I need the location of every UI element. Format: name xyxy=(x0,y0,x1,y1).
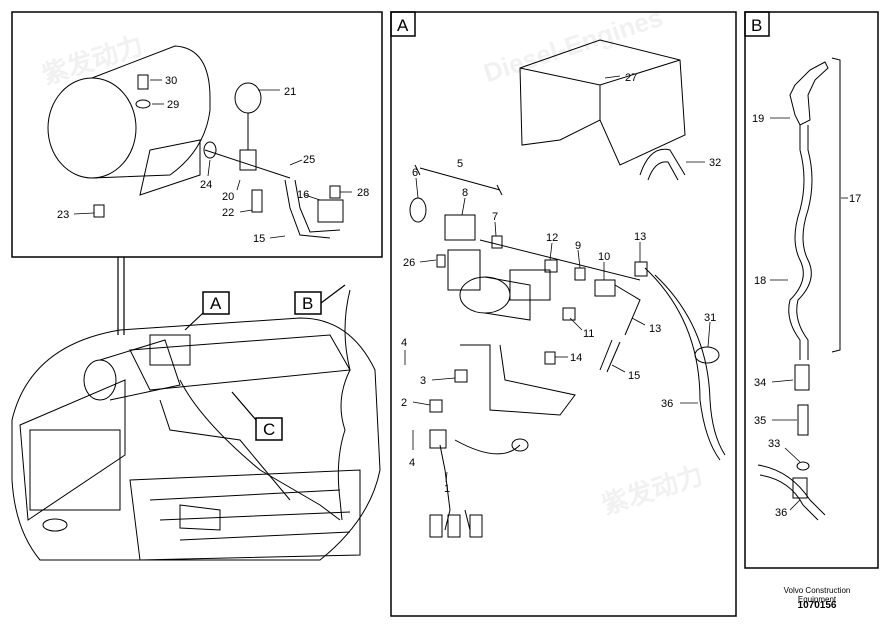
drain-valve xyxy=(93,204,105,218)
callout-c-leader xyxy=(231,391,257,421)
part-label-27: 27 xyxy=(625,72,637,84)
panel-a-leaders xyxy=(404,75,711,483)
part-label-31: 31 xyxy=(704,312,716,324)
part-label-2: 2 xyxy=(401,397,407,409)
part-label-7: 7 xyxy=(492,211,498,223)
detail-panel-frame xyxy=(11,11,383,258)
panel-b-parts xyxy=(757,57,841,521)
part-label-14: 14 xyxy=(570,352,582,364)
callout-c-box xyxy=(255,417,283,441)
part-label-3: 3 xyxy=(420,375,426,387)
part-label-23: 23 xyxy=(57,209,69,221)
part-label-34: 34 xyxy=(754,377,766,389)
panel-b-leaders xyxy=(770,117,848,511)
bolt xyxy=(137,74,149,90)
part-label-4: 4 xyxy=(401,337,407,349)
part-label-29: 29 xyxy=(167,99,179,111)
machine-overview xyxy=(11,289,381,561)
callout-b-label: B xyxy=(302,294,313,313)
leader-lines xyxy=(73,79,352,239)
callout-b-leader xyxy=(320,284,346,304)
part-label-5: 5 xyxy=(457,158,463,170)
part-label-11: 11 xyxy=(583,328,594,340)
part-label-1: 1 xyxy=(444,483,450,495)
part-label-26: 26 xyxy=(403,257,415,269)
company-name: Volvo Construction Equipment xyxy=(772,586,862,604)
pressure-gauge xyxy=(204,82,344,239)
part-label-13: 13 xyxy=(634,231,646,243)
drawing-number: 1070156 xyxy=(797,600,837,611)
washer xyxy=(135,99,151,109)
part-label-32: 32 xyxy=(709,157,721,169)
part-label-9: 9 xyxy=(575,240,581,252)
part-label-25: 25 xyxy=(303,154,315,166)
part-label-13-lower: 13 xyxy=(649,323,661,335)
panel-b-frame xyxy=(744,11,879,569)
panel-a-parts xyxy=(409,39,726,538)
part-label-4-lower: 4 xyxy=(409,457,415,469)
bolt xyxy=(329,185,341,199)
part-label-15: 15 xyxy=(253,233,265,245)
panel-b-header: B xyxy=(751,16,762,35)
panel-a-frame xyxy=(390,11,737,617)
part-label-12: 12 xyxy=(546,232,558,244)
part-label-21: 21 xyxy=(284,86,296,98)
part-label-36-b: 36 xyxy=(775,507,787,519)
part-label-16: 16 xyxy=(297,189,309,201)
callout-a-box xyxy=(202,291,230,315)
part-label-17: 17 xyxy=(849,193,861,205)
part-label-6: 6 xyxy=(412,167,418,179)
part-label-33: 33 xyxy=(768,438,780,450)
part-label-8: 8 xyxy=(462,187,468,199)
company-line-2: Equipment xyxy=(797,595,837,604)
panel-a-header: A xyxy=(397,16,409,35)
panel-b-header-box xyxy=(744,11,770,37)
part-label-35: 35 xyxy=(754,415,766,427)
part-label-36-a: 36 xyxy=(661,398,673,410)
part-label-18: 18 xyxy=(754,275,766,287)
part-label-28: 28 xyxy=(357,187,369,199)
callout-a-label: A xyxy=(210,294,222,313)
part-label-22: 22 xyxy=(222,207,234,219)
part-label-20: 20 xyxy=(222,191,234,203)
air-tank xyxy=(47,45,211,196)
callout-c-label: C xyxy=(263,420,275,439)
company-line-1: Volvo Construction xyxy=(783,586,851,595)
part-label-30: 30 xyxy=(165,75,177,87)
part-label-19: 19 xyxy=(752,113,764,125)
panel-a-header-box xyxy=(390,11,416,37)
fitting xyxy=(203,141,217,159)
callout-a-leader xyxy=(184,312,204,331)
part-label-10: 10 xyxy=(598,251,610,263)
part-label-24: 24 xyxy=(200,179,212,191)
part-label-15-a: 15 xyxy=(628,370,640,382)
